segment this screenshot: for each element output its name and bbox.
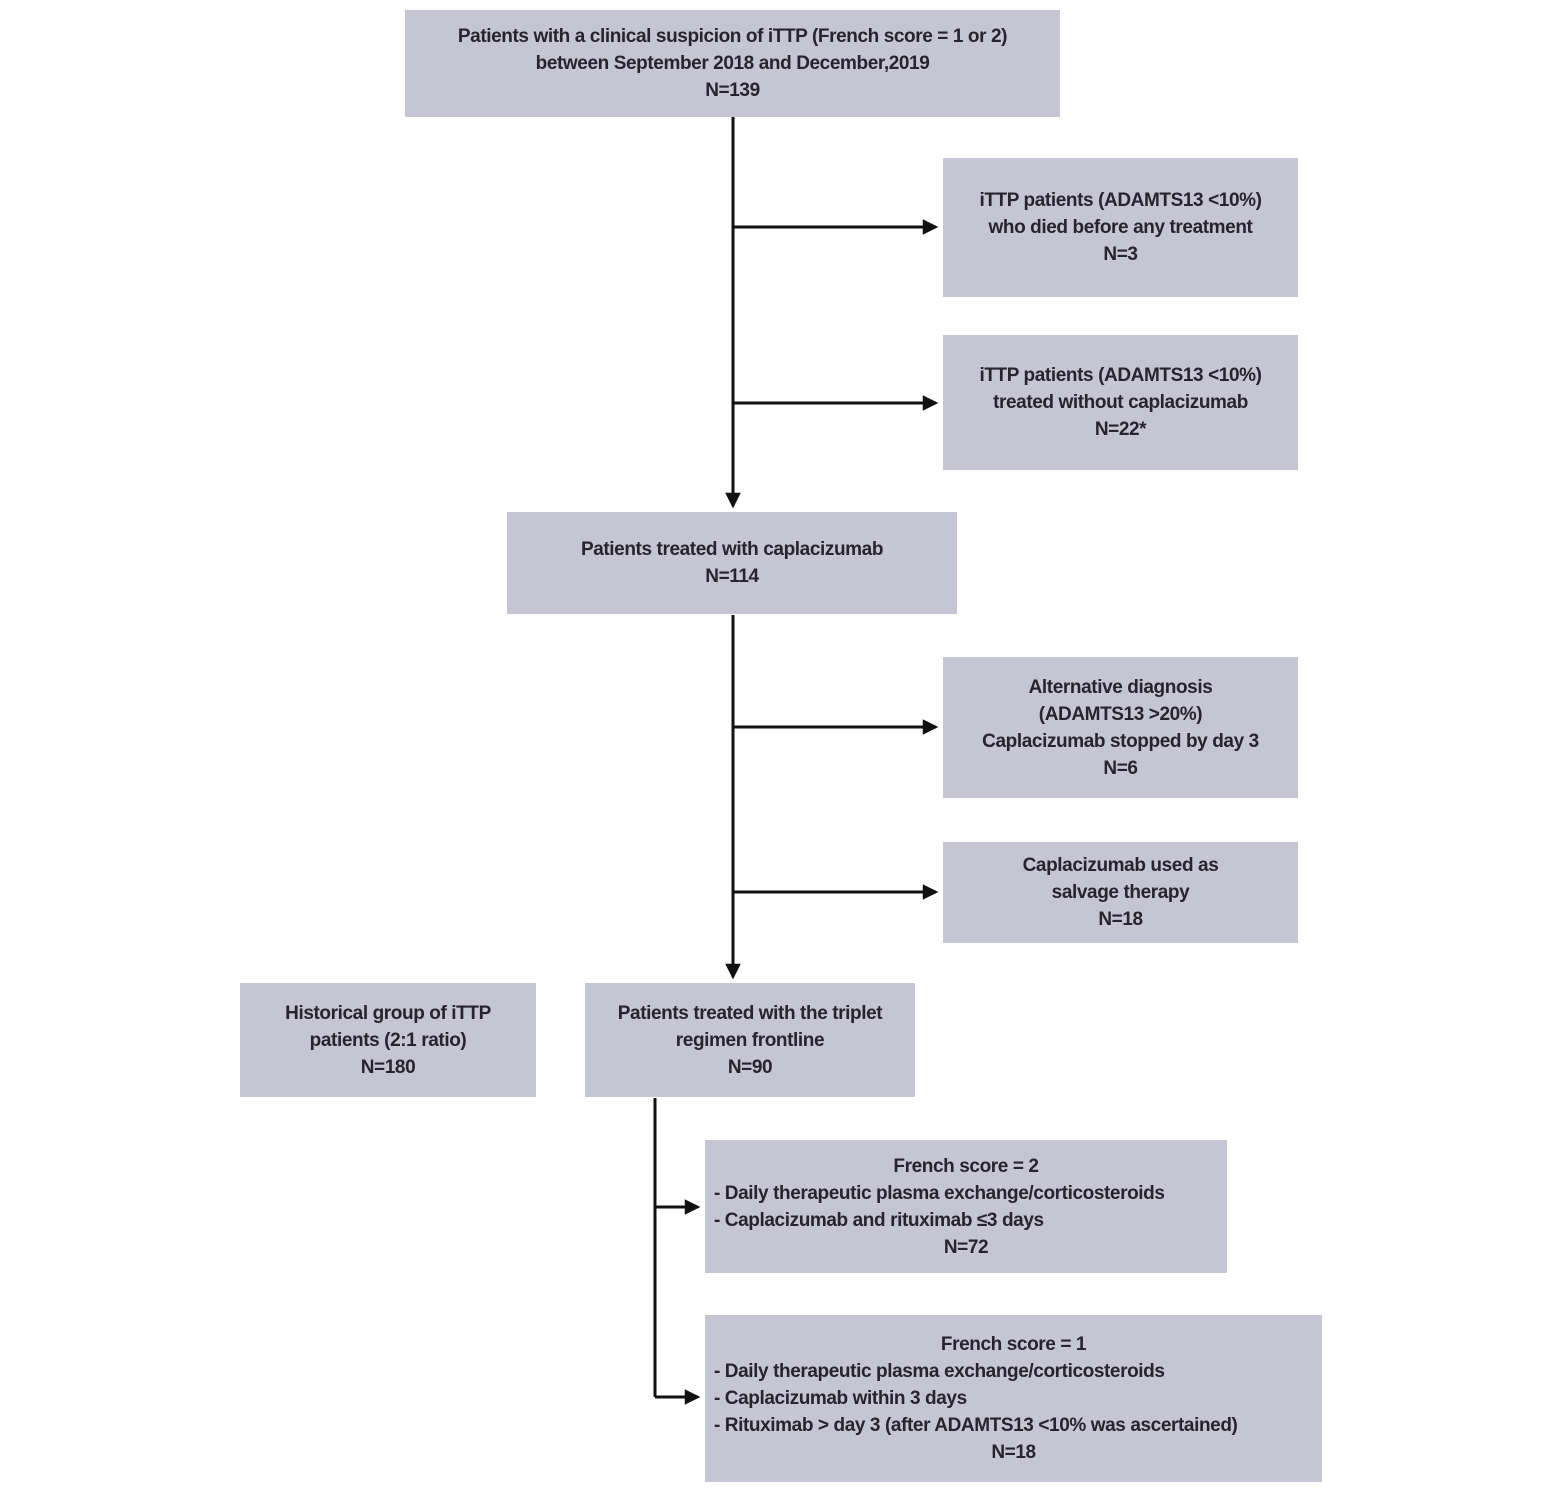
box-bullet: - Rituximab > day 3 (after ADAMTS13 <10%… [714, 1415, 1238, 1436]
box-line: Patients treated with the triplet [617, 1002, 883, 1024]
box-line: iTTP patients (ADAMTS13 <10%) [979, 190, 1262, 211]
box-line: regimen frontline [675, 1029, 825, 1051]
box-bullet: - Daily therapeutic plasma exchange/cort… [714, 1361, 1165, 1382]
flow-box-french-score-2: French score = 2 - Daily therapeutic pla… [705, 1140, 1227, 1273]
flow-box-historical-group: Historical group of iTTP patients (2:1 r… [240, 983, 536, 1097]
box-line: (ADAMTS13 >20%) [1038, 703, 1203, 725]
flow-box-french-score-1: French score = 1 - Daily therapeutic pla… [705, 1315, 1322, 1482]
box-line: iTTP patients (ADAMTS13 <10%) [979, 365, 1262, 386]
flow-box-salvage-therapy: Caplacizumab used as salvage therapy N=1… [943, 842, 1298, 943]
box-line: Alternative diagnosis [1028, 676, 1213, 698]
box-title: French score = 2 [893, 1155, 1039, 1177]
flow-box-triplet-regimen: Patients treated with the triplet regime… [585, 983, 915, 1097]
box-count: N=3 [1103, 244, 1138, 265]
box-count: N=90 [727, 1056, 773, 1078]
flow-box-treated-with-caplacizumab: Patients treated with caplacizumab N=114 [507, 512, 957, 614]
flow-box-died-before-treatment: iTTP patients (ADAMTS13 <10%) who died b… [943, 158, 1298, 297]
box-line: salvage therapy [1051, 882, 1190, 903]
box-line: Patients treated with caplacizumab [580, 539, 884, 560]
box-line: between September 2018 and December,2019 [535, 53, 930, 74]
box-line: treated without caplacizumab [993, 392, 1248, 413]
box-line: Caplacizumab stopped by day 3 [982, 730, 1259, 752]
box-count: N=114 [705, 566, 759, 587]
box-line: who died before any treatment [988, 217, 1253, 238]
box-count: N=6 [1103, 757, 1138, 779]
box-line: Patients with a clinical suspicion of iT… [457, 26, 1008, 47]
box-line: Caplacizumab used as [1022, 855, 1219, 876]
flow-box-alternative-diagnosis: Alternative diagnosis (ADAMTS13 >20%) Ca… [943, 657, 1298, 798]
box-count: N=139 [705, 80, 760, 101]
flow-box-treated-without-caplacizumab: iTTP patients (ADAMTS13 <10%) treated wi… [943, 335, 1298, 470]
box-bullet: - Daily therapeutic plasma exchange/cort… [714, 1182, 1165, 1204]
box-title: French score = 1 [940, 1334, 1087, 1355]
box-count: N=18 [991, 1442, 1036, 1463]
box-count: N=18 [1098, 909, 1143, 930]
box-count: N=22* [1094, 419, 1147, 440]
box-count: N=72 [943, 1236, 989, 1258]
flow-box-clinical-suspicion: Patients with a clinical suspicion of iT… [405, 10, 1060, 117]
box-count: N=180 [360, 1056, 416, 1078]
box-bullet: - Caplacizumab and rituximab ≤3 days [714, 1209, 1044, 1231]
box-line: Historical group of iTTP [285, 1002, 491, 1024]
box-bullet: - Caplacizumab within 3 days [714, 1388, 967, 1409]
box-line: patients (2:1 ratio) [309, 1029, 467, 1051]
